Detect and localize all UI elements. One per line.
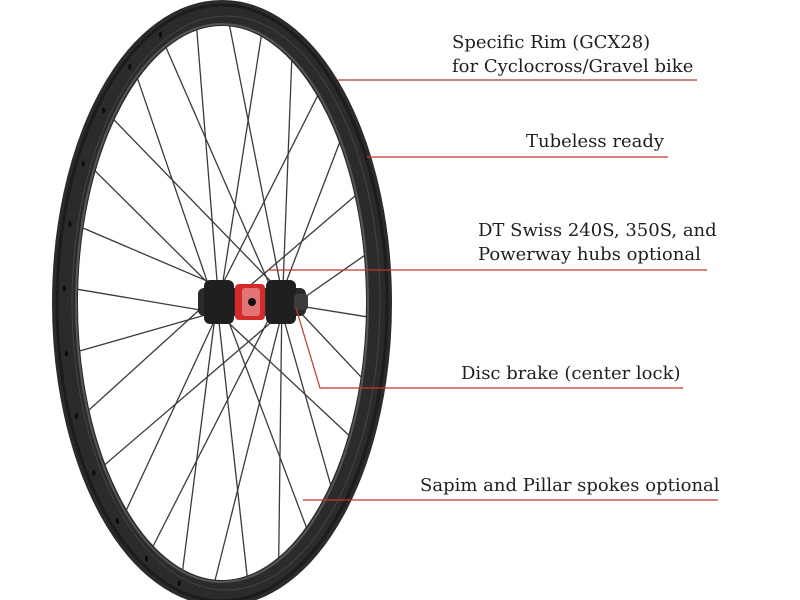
spoke (278, 292, 283, 561)
rim-spoke-hole (68, 221, 72, 228)
callout-specific-rim: Specific Rim (GCX28) for Cyclocross/Grav… (452, 31, 693, 79)
callout-hubs: DT Swiss 240S, 350S, and Powerway hubs o… (478, 219, 717, 267)
spoke (281, 57, 293, 314)
spoke (181, 292, 219, 572)
callout-specific-rim-line2: for Cyclocross/Gravel bike (452, 56, 694, 77)
spoke (112, 117, 283, 294)
spoke (217, 312, 351, 437)
spoke (164, 45, 283, 314)
rim-spoke-hole (81, 160, 85, 167)
rim (52, 0, 392, 600)
rim-spoke-hole (128, 63, 132, 70)
spoke (217, 93, 320, 294)
rim-spoke-hole (101, 107, 106, 114)
rim-spoke-hole (177, 580, 181, 587)
callout-disc-brake-line1: Disc brake (center lock) (461, 363, 681, 384)
spokes (76, 24, 368, 582)
spoke (281, 312, 333, 488)
spoke (124, 312, 219, 513)
spoke (136, 76, 219, 314)
callout-tubeless-line1: Tubeless ready (526, 131, 665, 152)
spoke (76, 288, 219, 314)
leader-lines (268, 79, 718, 501)
rim-spoke-hole (64, 350, 68, 357)
spoke (151, 292, 283, 549)
spoke (228, 24, 283, 294)
callout-hubs-line2: Powerway hubs optional (478, 244, 701, 265)
rim-spoke-hole (115, 518, 120, 525)
callout-spokes-line1: Sapim and Pillar spokes optional (420, 475, 720, 496)
callout-spokes: Sapim and Pillar spokes optional (420, 474, 720, 498)
spoke (281, 139, 342, 294)
rim-spoke-hole (92, 469, 96, 476)
callout-tubeless: Tubeless ready (526, 130, 664, 154)
callout-specific-rim-line1: Specific Rim (GCX28) (452, 32, 651, 53)
spoke (87, 292, 219, 412)
rim-spoke-hole (62, 285, 66, 292)
rim-spoke-hole (74, 412, 78, 419)
rim-spoke-hole (144, 555, 149, 562)
spoke (217, 34, 263, 314)
rim-spoke-hole (159, 31, 163, 38)
rim-spoke-holes (62, 31, 181, 587)
hub (198, 280, 308, 324)
spoke (217, 312, 248, 578)
spoke (93, 169, 219, 294)
callout-hubs-line1: DT Swiss 240S, 350S, and (478, 220, 717, 241)
callout-disc-brake: Disc brake (center lock) (461, 362, 681, 386)
spoke (217, 292, 308, 530)
spoke (103, 312, 283, 467)
spoke (214, 312, 283, 582)
spoke (196, 28, 219, 294)
